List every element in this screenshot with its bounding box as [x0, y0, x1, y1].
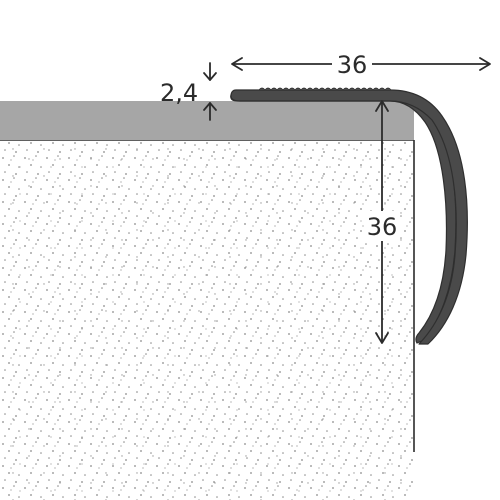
width-label: 36	[337, 51, 368, 79]
grip-ridge	[300, 87, 308, 91]
height-label: 36	[367, 213, 398, 241]
profile-body	[230, 89, 468, 345]
grip-ridge	[348, 87, 356, 91]
concrete-step	[0, 139, 415, 500]
grip-ridge	[306, 87, 314, 91]
grip-ridge	[378, 87, 386, 91]
thickness-arrow-down	[203, 72, 217, 81]
grip-ridge	[354, 87, 362, 91]
width-dimension: 36	[231, 50, 491, 79]
grip-ridge	[270, 87, 278, 91]
grip-ridge	[282, 87, 290, 91]
grip-ridge	[276, 87, 284, 91]
grip-ridge	[288, 87, 296, 91]
nosing-profile	[230, 87, 468, 345]
grip-ridge	[384, 87, 392, 91]
grip-ridge	[312, 87, 320, 91]
width-arrow-right	[479, 57, 491, 71]
width-arrow-left	[231, 57, 243, 71]
grip-ridge	[360, 87, 368, 91]
grip-ridge	[342, 87, 350, 91]
grip-ridge	[318, 87, 326, 91]
grip-ridge	[264, 87, 272, 91]
grip-ridge	[330, 87, 338, 91]
grip-ridge	[372, 87, 380, 91]
width-label-background	[332, 50, 372, 78]
concrete-texture-secondary	[0, 140, 414, 500]
thickness-arrow-up	[203, 102, 217, 111]
grip-ridge	[324, 87, 332, 91]
height-label-background	[364, 211, 400, 241]
height-arrow-top	[375, 100, 389, 112]
profile-grip-ridges	[258, 87, 392, 91]
grip-ridge	[336, 87, 344, 91]
grip-ridge	[294, 87, 302, 91]
grip-ridge	[366, 87, 374, 91]
height-arrow-bottom	[375, 332, 389, 344]
thickness-dimension: 2,4	[160, 62, 217, 121]
grip-ridge	[258, 87, 266, 91]
thickness-label: 2,4	[160, 79, 198, 107]
height-dimension: 36	[364, 100, 400, 344]
